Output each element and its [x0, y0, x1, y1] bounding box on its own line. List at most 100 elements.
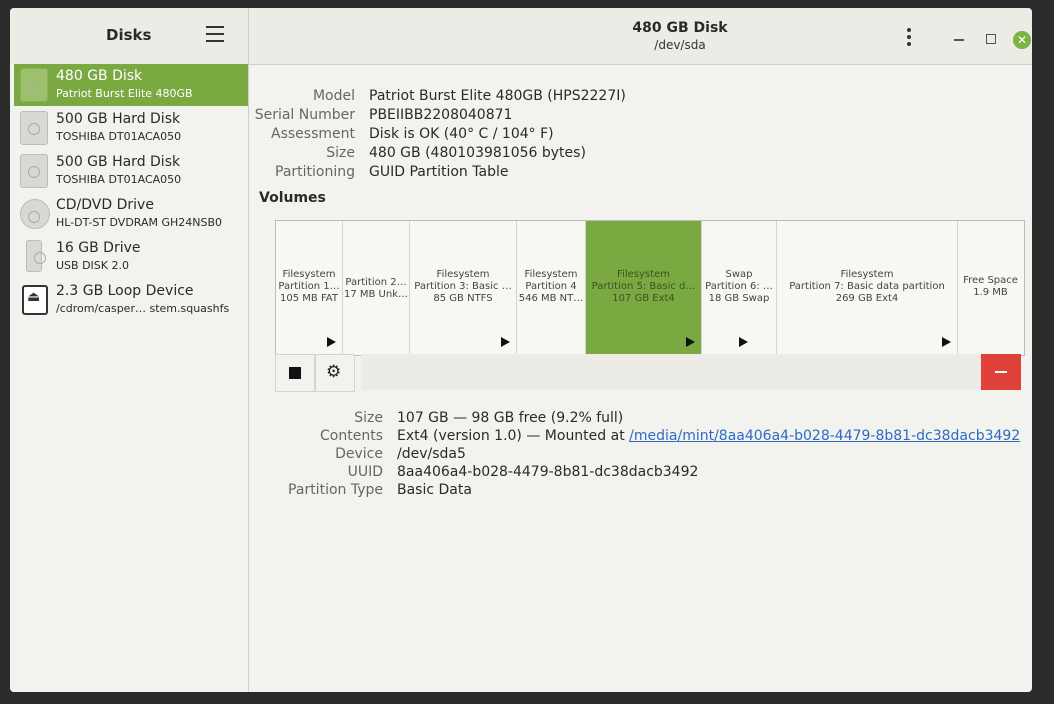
volume-partition-7[interactable]: Filesystem Partition 7: Basic data parti…: [777, 221, 958, 355]
disk-list: 480 GB Disk Patriot Burst Elite 480GB 50…: [10, 64, 248, 692]
volume-free-space[interactable]: Free Space 1.9 MB: [958, 221, 1023, 355]
disk-item-model: TOSHIBA DT01ACA050: [56, 173, 182, 186]
volume-type: Filesystem: [840, 269, 894, 280]
volumes-heading: Volumes: [259, 190, 326, 206]
prop-value: Ext4 (version 1.0) — Mounted at /media/m…: [397, 428, 1020, 444]
volume-size: 18 GB Swap: [708, 293, 770, 304]
volume-prop-partition-type: Partition Type Basic Data: [249, 482, 1009, 500]
prop-label: Model: [312, 88, 355, 104]
volume-prop-uuid: UUID 8aa406a4-b028-4479-8b81-dc38dacb349…: [249, 464, 1009, 482]
volume-size: 269 GB Ext4: [835, 293, 899, 304]
disk-item-500gb-2[interactable]: 500 GB Hard Disk TOSHIBA DT01ACA050: [14, 150, 248, 192]
volume-partition-4[interactable]: Filesystem Partition 4 546 MB NT…: [517, 221, 586, 355]
volume-label: Partition 2…: [345, 277, 407, 288]
more-options-icon[interactable]: [906, 28, 912, 48]
volume-label: Partition 5: Basic d…: [591, 281, 696, 292]
volume-partition-6[interactable]: Swap Partition 6: … 18 GB Swap: [702, 221, 777, 355]
header-bar: Disks 480 GB Disk /dev/sda ✕: [10, 8, 1032, 65]
close-icon[interactable]: ✕: [1013, 31, 1031, 49]
disk-item-name: CD/DVD Drive: [56, 197, 154, 213]
minus-icon: [995, 371, 1007, 373]
volume-partition-3[interactable]: Filesystem Partition 3: Basic … 85 GB NT…: [410, 221, 517, 355]
prop-value: Basic Data: [397, 482, 472, 498]
disk-item-name: 2.3 GB Loop Device: [56, 283, 194, 299]
volume-label: Partition 1…: [278, 281, 340, 292]
disk-item-optical[interactable]: CD/DVD Drive HL-DT-ST DVDRAM GH24NSB0: [14, 193, 248, 235]
usb-drive-icon: [26, 240, 46, 272]
prop-value: PBEIIBB2208040871: [369, 107, 513, 123]
play-arrow-icon: [327, 337, 336, 347]
volume-label: Partition 3: Basic …: [414, 281, 512, 292]
volume-size: 105 MB FAT: [280, 293, 338, 304]
toolbar-spacer: [361, 354, 981, 390]
volume-prop-contents: Contents Ext4 (version 1.0) — Mounted at…: [249, 428, 1020, 446]
prop-value: Patriot Burst Elite 480GB (HPS2227I): [369, 88, 626, 104]
disk-item-name: 480 GB Disk: [56, 68, 143, 84]
play-arrow-icon: [686, 337, 695, 347]
volume-type: Filesystem: [436, 269, 490, 280]
volume-size: 85 GB NTFS: [433, 293, 493, 304]
volume-type: Swap: [725, 269, 753, 280]
disk-item-model: USB DISK 2.0: [56, 259, 129, 272]
sidebar-title: Disks: [106, 26, 152, 44]
prop-partitioning: Partitioning GUID Partition Table: [249, 164, 989, 182]
prop-label: Device: [335, 446, 383, 462]
more-actions-button[interactable]: ⚙: [315, 354, 355, 392]
volume-prop-device: Device /dev/sda5: [249, 446, 1009, 464]
volume-type: Free Space: [963, 275, 1018, 286]
play-arrow-icon: [501, 337, 510, 347]
disk-item-480gb[interactable]: 480 GB Disk Patriot Burst Elite 480GB: [14, 64, 248, 106]
ssd-icon: [20, 68, 48, 102]
hamburger-menu-icon[interactable]: [206, 26, 224, 42]
stop-icon: [289, 367, 301, 379]
prop-label: Assessment: [271, 126, 355, 142]
pane-divider: [248, 8, 249, 692]
volume-partition-5[interactable]: Filesystem Partition 5: Basic d… 107 GB …: [586, 221, 702, 355]
disk-item-name: 500 GB Hard Disk: [56, 111, 181, 127]
minimize-icon[interactable]: [954, 39, 964, 41]
maximize-icon[interactable]: [986, 34, 996, 44]
prop-value: 8aa406a4-b028-4479-8b81-dc38dacb3492: [397, 464, 699, 480]
disk-title: 480 GB Disk: [632, 20, 728, 36]
disk-item-usb[interactable]: 16 GB Drive USB DISK 2.0: [14, 236, 248, 278]
volume-size: 17 MB Unk…: [343, 289, 409, 300]
window-title: 480 GB Disk /dev/sda: [570, 20, 790, 52]
prop-assessment: Assessment Disk is OK (40° C / 104° F): [249, 126, 989, 144]
volume-label: Partition 4: [525, 281, 577, 292]
prop-serial: Serial Number PBEIIBB2208040871: [249, 107, 989, 125]
volume-type: Filesystem: [282, 269, 336, 280]
disk-item-name: 500 GB Hard Disk: [56, 154, 181, 170]
delete-partition-button[interactable]: [981, 354, 1021, 390]
prop-label: Serial Number: [254, 107, 355, 123]
disk-item-model: TOSHIBA DT01ACA050: [56, 130, 182, 143]
prop-value: 107 GB — 98 GB free (9.2% full): [397, 410, 624, 426]
mount-path-link[interactable]: /media/mint/8aa406a4-b028-4479-8b81-dc38…: [629, 428, 1021, 444]
play-arrow-icon: [739, 337, 748, 347]
prop-value: /dev/sda5: [397, 446, 466, 462]
disk-item-model: Patriot Burst Elite 480GB: [56, 87, 193, 100]
prop-value: GUID Partition Table: [369, 164, 509, 180]
play-arrow-icon: [942, 337, 951, 347]
prop-model: Model Patriot Burst Elite 480GB (HPS2227…: [249, 88, 989, 106]
prop-size: Size 480 GB (480103981056 bytes): [249, 145, 989, 163]
volume-size: 107 GB Ext4: [612, 293, 675, 304]
volume-toolbar: ⚙: [275, 354, 1023, 392]
prop-label: Partitioning: [275, 164, 355, 180]
prop-label: Partition Type: [288, 482, 383, 498]
volume-type: Filesystem: [524, 269, 578, 280]
prop-label: Size: [354, 410, 383, 426]
unmount-button[interactable]: [275, 354, 315, 392]
disk-item-model: HL-DT-ST DVDRAM GH24NSB0: [56, 216, 223, 229]
volume-map: Filesystem Partition 1… 105 MB FAT Parti…: [275, 220, 1025, 356]
prop-label: Size: [326, 145, 355, 161]
disks-window: Disks 480 GB Disk /dev/sda ✕ 480 GB Disk…: [10, 8, 1032, 692]
disk-item-loop[interactable]: 2.3 GB Loop Device /cdrom/casper… stem.s…: [14, 279, 248, 321]
disk-item-500gb-1[interactable]: 500 GB Hard Disk TOSHIBA DT01ACA050: [14, 107, 248, 149]
volume-type: Filesystem: [617, 269, 670, 280]
volume-partition-2[interactable]: Partition 2… 17 MB Unk…: [343, 221, 410, 355]
optical-disc-icon: [20, 199, 50, 229]
hard-disk-icon: [20, 111, 48, 145]
eject-icon[interactable]: [22, 285, 48, 315]
volume-partition-1[interactable]: Filesystem Partition 1… 105 MB FAT: [276, 221, 343, 355]
disk-device-path: /dev/sda: [654, 38, 706, 52]
